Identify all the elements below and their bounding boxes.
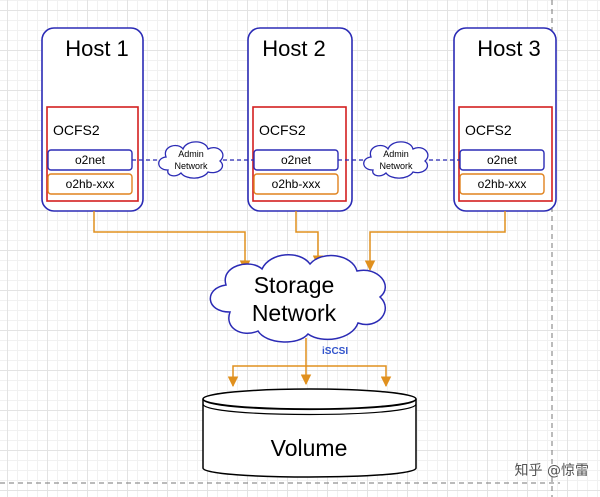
host3-to-storage-arrow — [364, 211, 506, 272]
admin-network-label-line2: Network — [379, 161, 413, 171]
o2net-label: o2net — [75, 153, 106, 167]
volume-label: Volume — [271, 435, 348, 461]
ocfs2-box — [46, 106, 139, 202]
admin-network-cloud-1: Admin Network — [158, 141, 224, 179]
host1-to-storage-arrow — [93, 211, 251, 272]
o2hb-label: o2hb-xxx — [272, 177, 321, 191]
o2hb-label: o2hb-xxx — [66, 177, 115, 191]
ocfs2-box — [458, 106, 553, 202]
ocfs2-label: OCFS2 — [53, 122, 100, 138]
admin-network-label-line1: Admin — [383, 149, 409, 159]
o2hb-box — [253, 173, 339, 195]
ocfs2-box — [252, 106, 347, 202]
host2-to-storage-arrow — [295, 211, 324, 267]
volume-disk: Volume — [202, 388, 417, 478]
host-node-2: Host 2 OCFS2 o2net o2hb-xxx — [247, 27, 353, 212]
storage-network-cloud: Storage Network — [209, 253, 386, 343]
o2hb-box — [47, 173, 133, 195]
storage-network-label-line1: Storage — [254, 272, 335, 298]
host-node-1: Host 1 OCFS2 o2net o2hb-xxx — [41, 27, 144, 212]
iscsi-label: iSCSI — [322, 346, 348, 357]
storage-to-volume-arrow-left — [227, 338, 307, 388]
storage-network-label-line2: Network — [252, 300, 337, 326]
host-title: Host 2 — [262, 36, 326, 61]
admin-network-label-line1: Admin — [178, 149, 204, 159]
o2net-label: o2net — [487, 153, 518, 167]
o2hb-label: o2hb-xxx — [478, 177, 527, 191]
ocfs2-label: OCFS2 — [465, 122, 512, 138]
admin-network-label-line2: Network — [174, 161, 208, 171]
o2hb-box — [459, 173, 545, 195]
o2net-label: o2net — [281, 153, 312, 167]
ocfs2-label: OCFS2 — [259, 122, 306, 138]
host-node-3: Host 3 OCFS2 o2net o2hb-xxx — [453, 27, 557, 212]
storage-to-volume-arrow-right — [306, 365, 392, 388]
host-title: Host 3 — [477, 36, 541, 61]
host-title: Host 1 — [65, 36, 129, 61]
watermark-text: 知乎 @惊雷 — [515, 462, 589, 479]
admin-network-cloud-2: Admin Network — [363, 141, 429, 179]
